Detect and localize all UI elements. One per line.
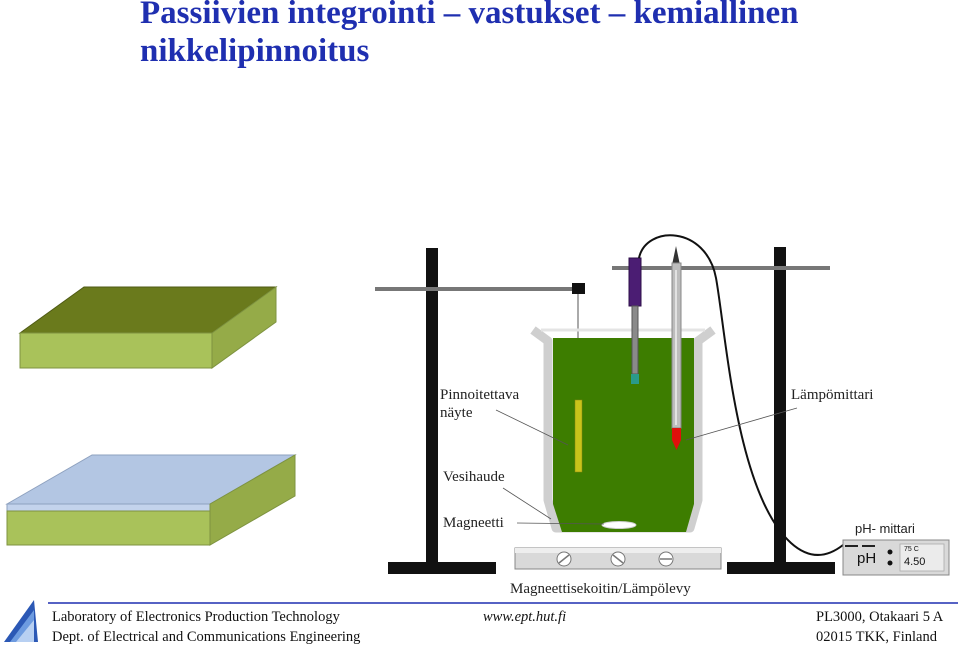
university-logo <box>4 600 38 642</box>
footer-url[interactable]: www.ept.hut.fi <box>483 609 567 625</box>
probe-cable <box>638 234 844 556</box>
ph-meter-temperature: 75 C <box>904 546 919 553</box>
magnetic-stirrer-hotplate <box>514 547 722 570</box>
ph-meter-label: pH <box>857 550 877 567</box>
ph-meter-value: 4.50 <box>904 556 926 568</box>
footer-address-1: PL3000, Otakaari 5 A <box>816 609 944 625</box>
title-line-2: nikkelipinnoitus <box>140 33 370 69</box>
slide-title: Passiivien integrointi – vastukset – kem… <box>140 0 799 70</box>
footer-lab: Laboratory of Electronics Production Tec… <box>52 609 340 625</box>
footer-dept: Dept. of Electrical and Communications E… <box>52 629 361 645</box>
ph-probe <box>628 257 642 384</box>
beaker <box>530 326 716 533</box>
ph-meter-caption: pH- mittari <box>855 521 915 536</box>
label-sample: Pinnoitettava näyte <box>440 387 520 421</box>
left-stand <box>375 248 585 574</box>
magnet-stir-bar <box>601 521 637 529</box>
label-thermometer: Lämpömittari <box>791 387 874 403</box>
sample-strip <box>574 399 583 473</box>
label-water-bath: Vesihaude <box>443 469 505 485</box>
footer-address-2: 02015 TKK, Finland <box>816 629 937 645</box>
title-line-1: Passiivien integrointi – vastukset – kem… <box>140 0 799 31</box>
green-plate <box>18 286 278 369</box>
label-magnet: Magneetti <box>443 515 504 531</box>
thermometer <box>671 246 682 450</box>
ph-meter <box>842 539 950 576</box>
leader-lines <box>495 407 798 525</box>
coated-plate <box>5 454 297 546</box>
right-stand <box>612 247 835 574</box>
label-stirrer: Magneettisekoitin/Lämpölevy <box>510 581 691 597</box>
